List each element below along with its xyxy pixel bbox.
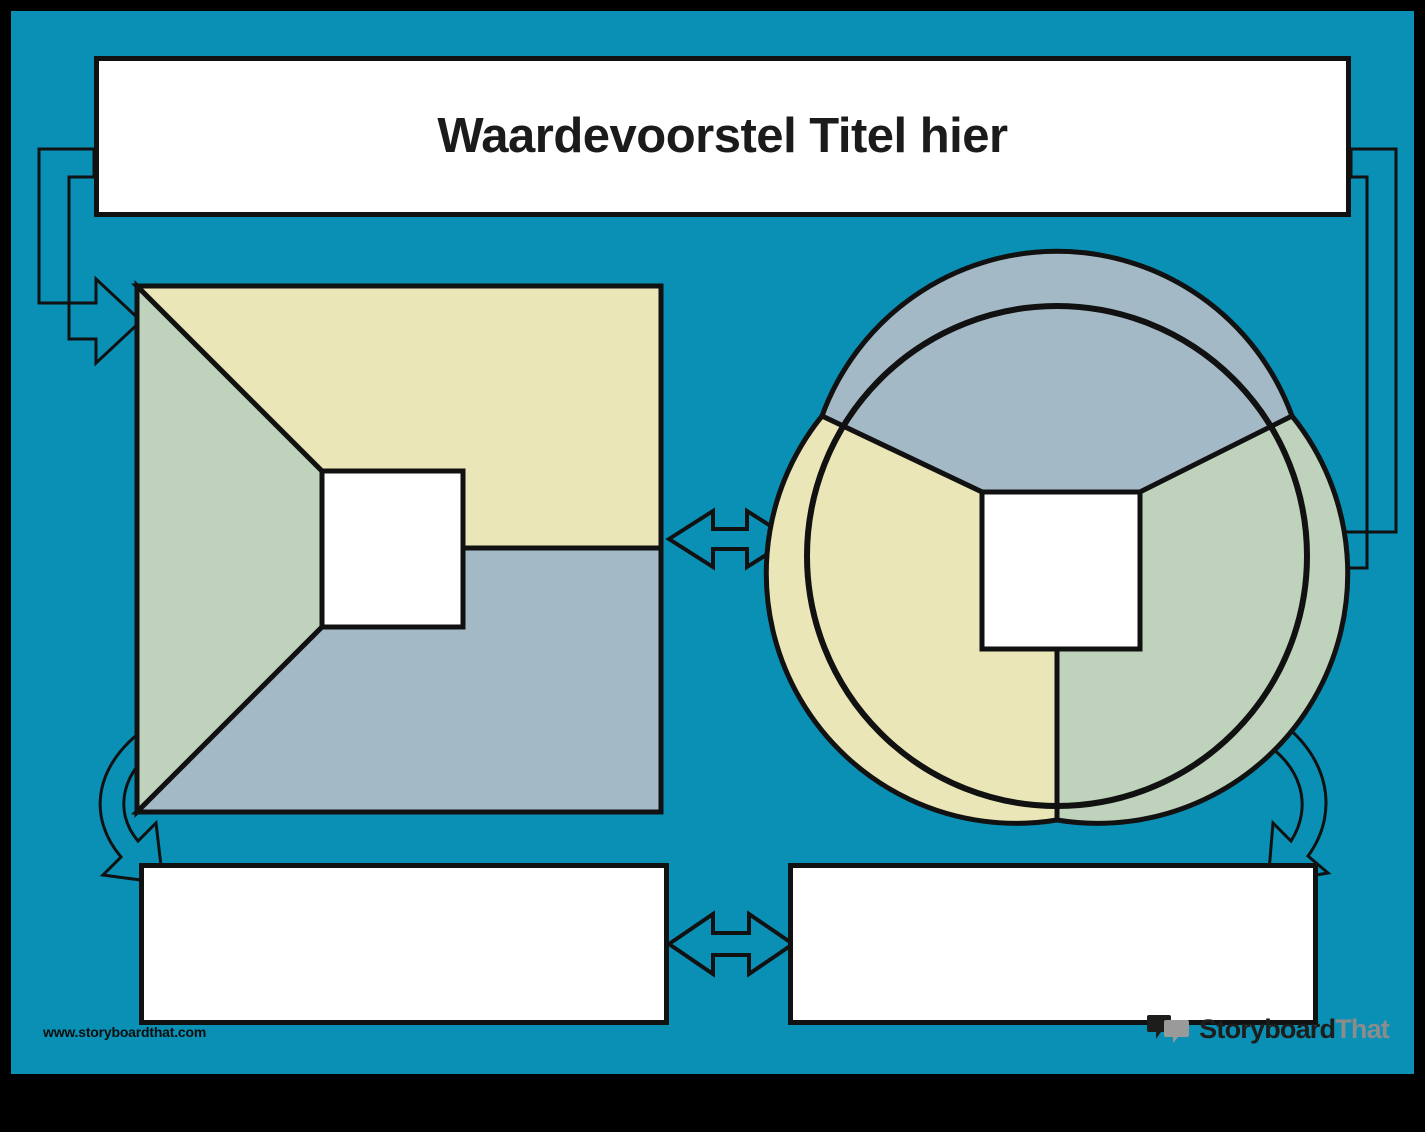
value-proposition-square[interactable] bbox=[130, 279, 664, 819]
footer-url[interactable]: www.storyboardthat.com bbox=[43, 1024, 207, 1040]
diagrams-layer bbox=[130, 248, 1351, 826]
arrow-square-to-box-left bbox=[98, 729, 165, 885]
bottom-box-right-text bbox=[793, 868, 1313, 1020]
logo-word-storyboard: Storyboard bbox=[1199, 1013, 1336, 1044]
circle-segment-left[interactable] bbox=[763, 412, 1060, 826]
square-outline bbox=[134, 283, 664, 815]
circle-segment-top[interactable] bbox=[818, 248, 1296, 495]
bottom-box-left[interactable] bbox=[139, 863, 669, 1025]
circle-segment-right[interactable] bbox=[1054, 412, 1351, 826]
poster-canvas: Waardevoorstel Titel hier www.storyboard… bbox=[11, 11, 1414, 1074]
circle-outline bbox=[804, 303, 1310, 809]
bottom-box-left-text bbox=[144, 868, 664, 1020]
logo-wordmark: StoryboardThat bbox=[1199, 1013, 1390, 1045]
page-title: Waardevoorstel Titel hier bbox=[437, 108, 1008, 163]
circle-center-box[interactable] bbox=[979, 489, 1143, 652]
customer-profile-circle[interactable] bbox=[763, 248, 1351, 826]
storyboardthat-logo[interactable]: StoryboardThat bbox=[1147, 1011, 1390, 1047]
logo-word-that: That bbox=[1335, 1013, 1390, 1044]
arrow-title-to-square bbox=[37, 147, 144, 367]
square-center-box[interactable] bbox=[319, 468, 466, 630]
title-box[interactable]: Waardevoorstel Titel hier bbox=[94, 56, 1351, 217]
bottom-box-right[interactable] bbox=[788, 863, 1318, 1025]
speech-bubbles-icon bbox=[1147, 1015, 1190, 1043]
